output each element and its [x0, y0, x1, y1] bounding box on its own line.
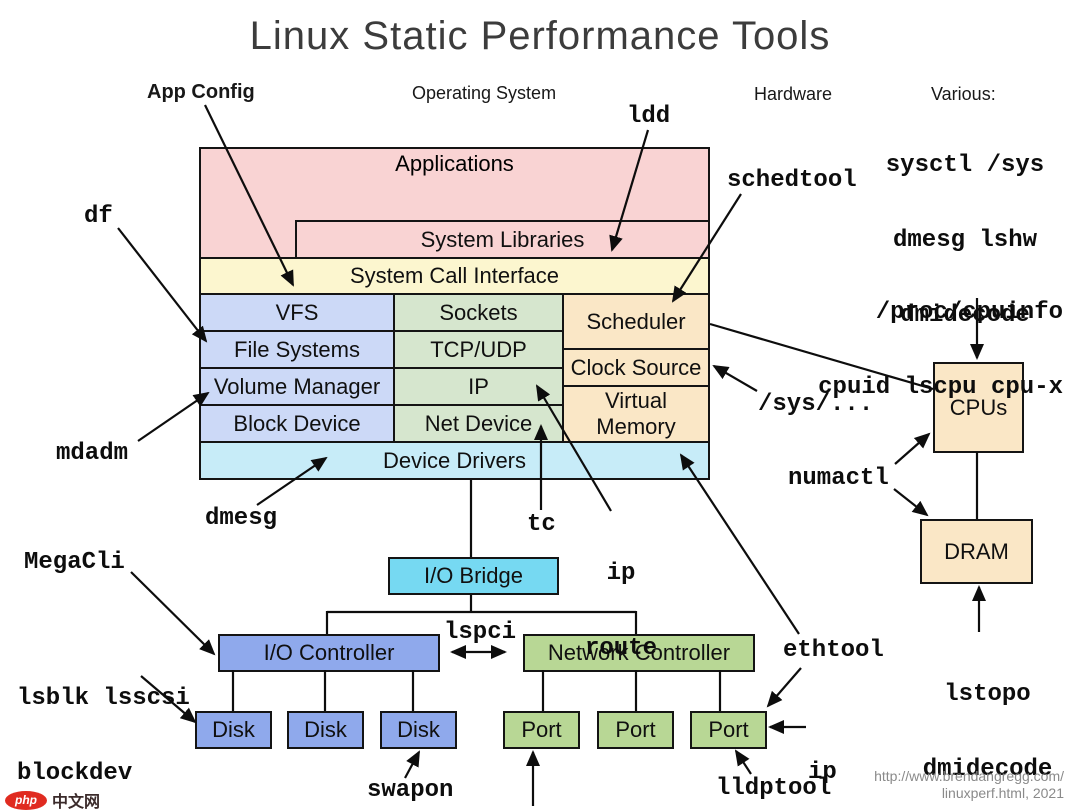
- credit-url: http://www.brendangregg.com/ linuxperf.h…: [874, 768, 1064, 802]
- kernel-clock-source-box: Clock Source: [562, 348, 710, 387]
- io-controller-box: I/O Controller: [218, 634, 440, 672]
- system-libraries-box: System Libraries: [295, 220, 710, 259]
- tool-lstopo: lstopo: [944, 681, 1031, 708]
- tool-lspci: lspci: [444, 619, 517, 646]
- tool-ip: ip: [808, 759, 837, 786]
- tool-lsblk-lsscsi: lsblk lsscsi: [17, 685, 190, 712]
- php-logo-icon: php: [5, 790, 47, 810]
- disk3-box: Disk: [380, 711, 457, 749]
- tool-sys-dots: /sys/...: [758, 391, 874, 418]
- page-title: Linux Static Performance Tools: [249, 14, 831, 58]
- tool-ethtool: ethtool: [783, 637, 884, 664]
- applications-box: Applications: [395, 151, 514, 176]
- port3-box: Port: [690, 711, 767, 749]
- tool-ip-iwconfig-block: ip iwconfig: [808, 710, 923, 810]
- kernel-block-device-box: Block Device: [199, 404, 395, 443]
- tool-proc-cpuinfo: /proc/cpuinfo: [875, 299, 1063, 326]
- tool-dmesg: dmesg: [205, 505, 278, 532]
- kernel-vfs-box: VFS: [199, 293, 395, 332]
- arrow-df-to-file-systems: [117, 227, 208, 343]
- arrow-numactl-to-dram: [893, 488, 929, 517]
- tool-schedtool: schedtool: [727, 167, 857, 194]
- php-cn-logo: php 中文网: [5, 788, 100, 810]
- kernel-sockets-box: Sockets: [393, 293, 564, 332]
- php-logo-cn-text: 中文网: [52, 794, 101, 810]
- io-bridge-box: I/O Bridge: [388, 557, 559, 595]
- arrow-mdadm-to-volume-manager: [137, 391, 210, 442]
- port2-box: Port: [597, 711, 674, 749]
- tool-disk-tools-list: lsblk lsscsi blockdev smartctl fdisk -l …: [17, 636, 190, 810]
- tool-swapon: swapon: [367, 777, 454, 804]
- arrow-lldptool-to-port3: [734, 749, 752, 775]
- kernel-virtual-memory-box: Virtual Memory: [562, 385, 710, 443]
- credit-url-line2: linuxperf.html, 2021: [941, 785, 1064, 801]
- disk2-box: Disk: [287, 711, 364, 749]
- tool-sysctl-sys: sysctl /sys: [885, 152, 1045, 179]
- port1-box: Port: [503, 711, 580, 749]
- tool-tc: tc: [527, 511, 556, 538]
- kernel-net-device-box: Net Device: [393, 404, 564, 443]
- arrow-sys-to-clock-source: [712, 364, 758, 392]
- arrow-ethtool-to-device-drivers: [679, 453, 800, 635]
- tool-proc-cpuinfo-block: /proc/cpuinfo cpuid lscpu cpu-x: [800, 250, 1063, 450]
- section-label-app-config: App Config: [147, 81, 255, 103]
- tool-lldptool: lldptool: [716, 775, 832, 802]
- section-label-various: Various:: [931, 84, 996, 104]
- tool-ip-route-line2: route: [584, 635, 657, 662]
- arrow-ethtool-to-port3: [766, 667, 802, 708]
- tool-df: df: [84, 203, 113, 230]
- section-label-hardware: Hardware: [754, 84, 833, 104]
- tool-ldd: ldd: [627, 103, 671, 130]
- section-label-operating-system: Operating System: [412, 83, 557, 103]
- kernel-tcp-udp-box: TCP/UDP: [393, 330, 564, 369]
- tool-megacli: MegaCli: [24, 549, 125, 576]
- kernel-volume-manager-box: Volume Manager: [199, 367, 395, 406]
- tool-lstopo-block: lstopo dmidecode: [915, 632, 1060, 810]
- cpus-box: CPUs: [933, 362, 1024, 453]
- tool-numactl: numactl: [788, 465, 889, 492]
- tool-blockdev: blockdev: [17, 760, 133, 787]
- kernel-file-systems-box: File Systems: [199, 330, 395, 369]
- device-drivers-box: Device Drivers: [199, 441, 710, 480]
- network-controller-box: Network Controller: [523, 634, 755, 672]
- kernel-ip-box: IP: [393, 367, 564, 406]
- tool-mdadm: mdadm: [56, 440, 129, 467]
- tool-dmesg-lshw: dmesg lshw: [892, 227, 1038, 254]
- credit-url-line1: http://www.brendangregg.com/: [874, 768, 1064, 784]
- kernel-scheduler-box: Scheduler: [562, 293, 710, 350]
- arrow-swapon-to-disk3: [404, 750, 420, 779]
- system-call-interface-box: System Call Interface: [199, 257, 710, 295]
- dram-box: DRAM: [920, 519, 1033, 584]
- tool-ip-route-line1: ip: [606, 560, 636, 587]
- tool-ip-route-block: ip route: [583, 511, 659, 711]
- various-tools-list: sysctl /sys dmesg lshw dmidecode: [860, 103, 1070, 378]
- tool-lstopo-dmidecode: dmidecode: [922, 756, 1053, 783]
- disk1-box: Disk: [195, 711, 272, 749]
